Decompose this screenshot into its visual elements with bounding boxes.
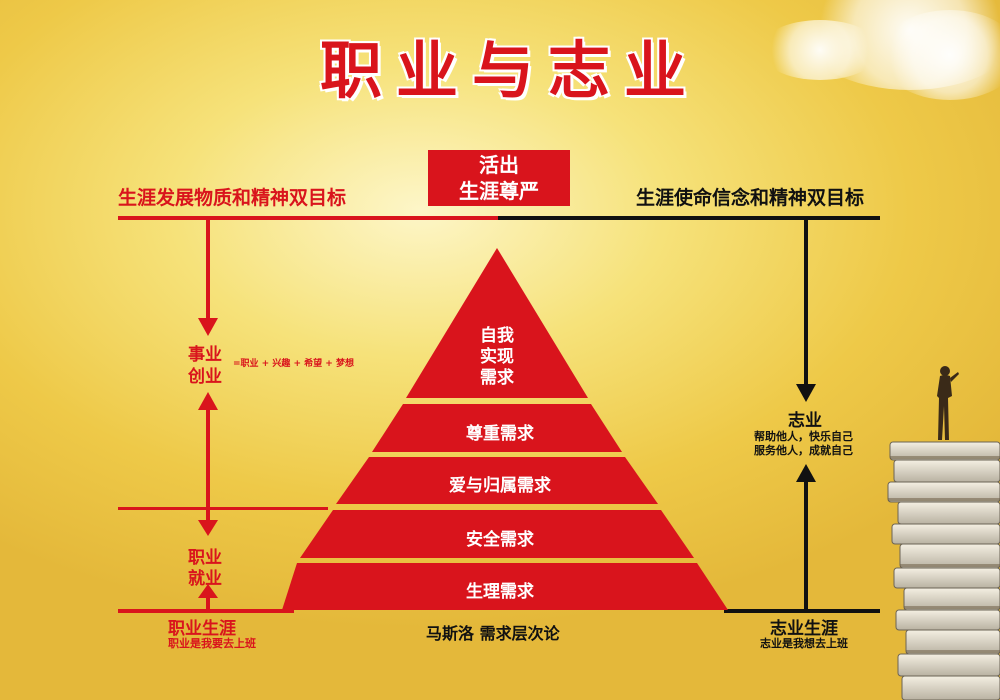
job-label-2: 就业	[188, 569, 222, 589]
calling-life-sub: 志业是我想去上班	[760, 637, 848, 650]
pyramid-tier-physiological	[282, 563, 728, 610]
dignity-box: 活出 生涯尊严	[428, 150, 570, 206]
career-formula: =职业 + 兴趣 + 希望 + 梦想	[233, 359, 354, 369]
right-goal-label: 生涯使命信念和精神双目标	[636, 187, 865, 209]
left-top-line	[118, 216, 498, 220]
dignity-line-2: 生涯尊严	[459, 179, 539, 203]
tier-label-physiological: 生理需求	[466, 582, 534, 602]
career-life-title: 职业生涯	[168, 619, 236, 639]
cloud-icon	[880, 10, 1000, 100]
woman-silhouette-icon	[937, 366, 959, 440]
tier-label-respect: 尊重需求	[466, 424, 534, 444]
pyramid-tier-safety	[300, 510, 694, 558]
career-label-2: 创业	[188, 367, 222, 387]
pyramid-top	[406, 248, 588, 398]
calling-title: 志业	[788, 411, 822, 431]
pyramid-tier-respect	[372, 404, 622, 452]
job-label-1: 职业	[188, 548, 222, 568]
cloud-icon	[760, 20, 880, 80]
calling-sub-1: 帮助他人，快乐自己	[754, 430, 853, 443]
pyramid-caption: 马斯洛 需求层次论	[426, 624, 560, 643]
tier-label-safety: 安全需求	[466, 530, 534, 550]
dignity-line-1: 活出	[479, 153, 519, 177]
book-stack-icon	[887, 441, 1000, 700]
pyramid-top-text: 自我 实现 需求	[447, 326, 547, 389]
pyramid-top-line-1: 自我	[480, 326, 514, 346]
pyramid-top-line-2: 实现	[480, 347, 514, 367]
calling-sub-2: 服务他人，成就自己	[754, 444, 853, 457]
career-label-1: 事业	[188, 345, 222, 365]
calling-life-title: 志业生涯	[770, 619, 838, 639]
pyramid-tier-belonging	[336, 457, 658, 504]
left-goal-label: 生涯发展物质和精神双目标	[118, 187, 347, 209]
left-mid-line	[118, 507, 328, 510]
right-top-line	[498, 216, 880, 220]
tier-label-belonging: 爱与归属需求	[449, 476, 551, 496]
career-life-sub: 职业是我要去上班	[168, 637, 256, 650]
left-bottom-line	[118, 609, 294, 613]
page-title: 职业与志业	[319, 34, 700, 107]
pyramid-top-line-3: 需求	[480, 368, 514, 388]
right-bottom-line	[724, 609, 880, 613]
